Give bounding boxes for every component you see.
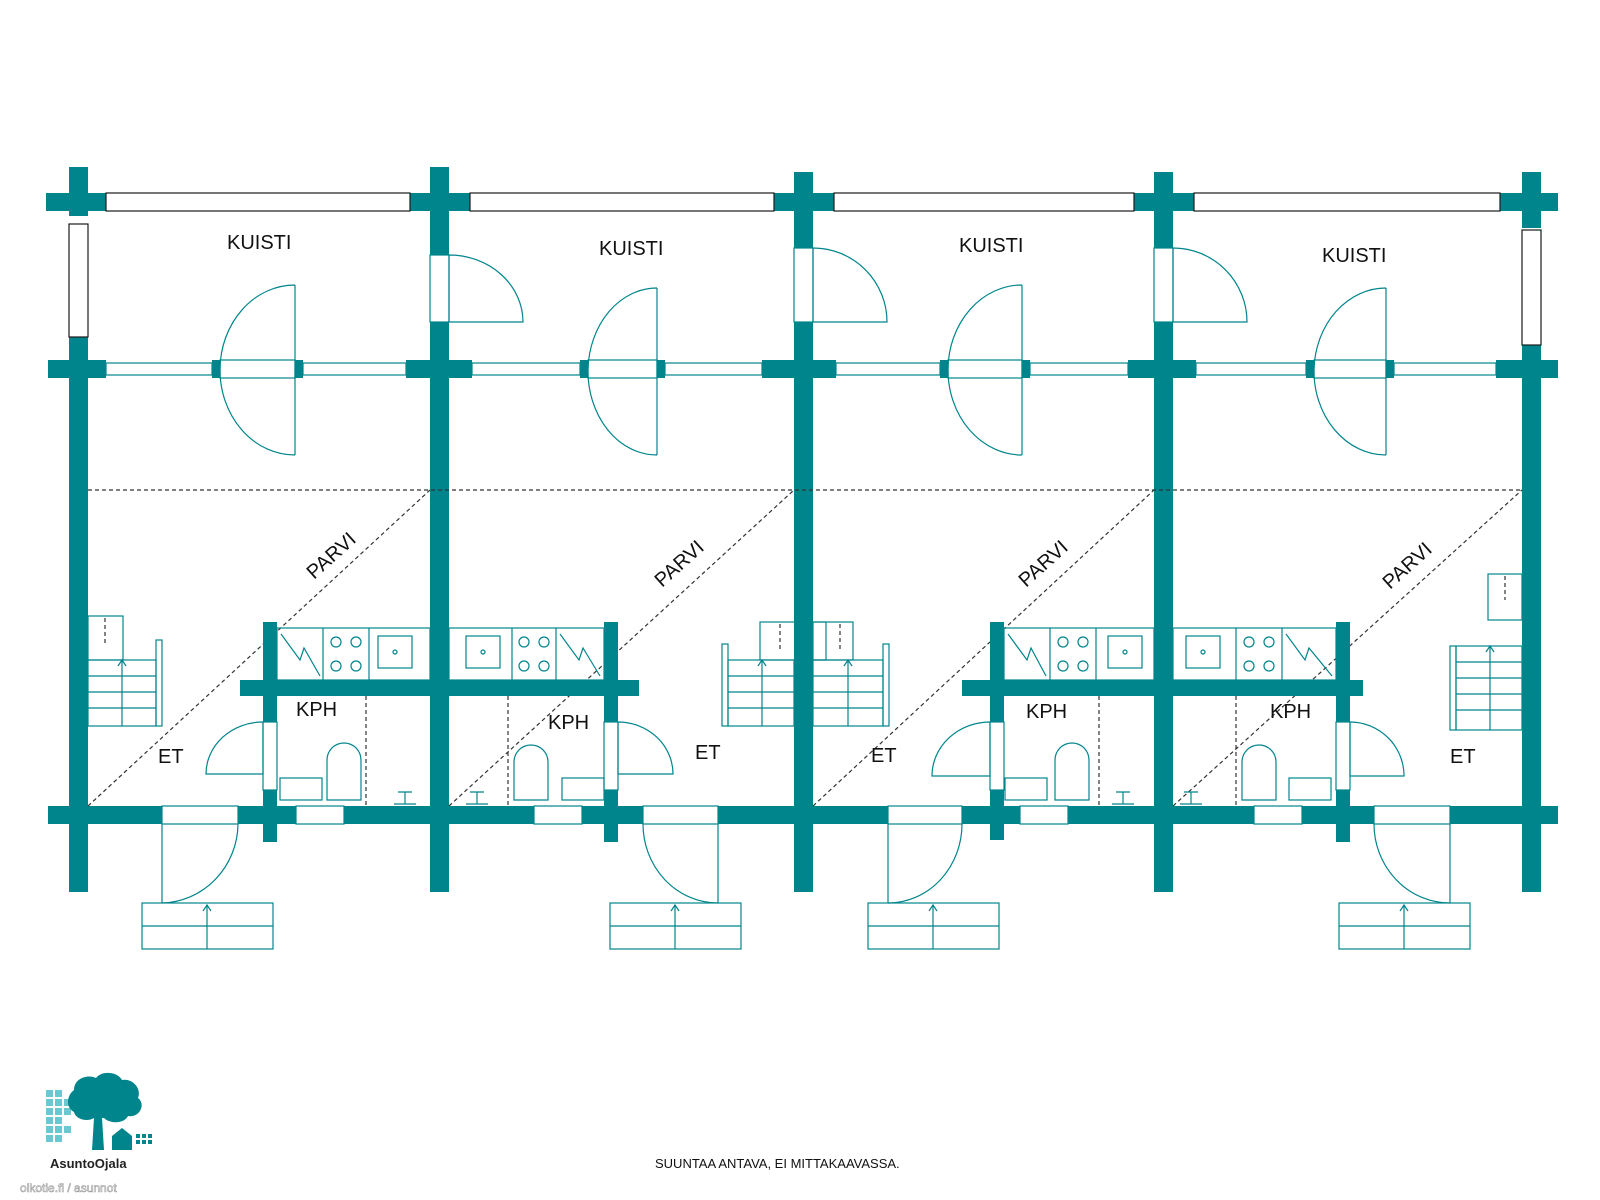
plan-disclaimer: SUUNTAA ANTAVA, EI MITTAKAAVASSA. bbox=[655, 1156, 900, 1171]
logo-wordmark: AsuntoOjala bbox=[50, 1156, 127, 1171]
room-label-bathroom: KPH bbox=[1270, 701, 1311, 723]
tree-house-logo bbox=[46, 1072, 152, 1150]
room-label-loft: PARVI bbox=[1015, 536, 1073, 591]
bathroom-doors bbox=[205, 721, 1405, 777]
stairs bbox=[87, 573, 1523, 731]
kitchen-bath-walls bbox=[240, 622, 1363, 806]
room-label-bathroom: KPH bbox=[1026, 701, 1067, 723]
washbasin-icon bbox=[279, 777, 1332, 801]
room-label-entrance: ET bbox=[158, 746, 184, 768]
room-label-bathroom: KPH bbox=[296, 699, 337, 721]
stove-icon bbox=[330, 636, 1275, 672]
toilet-icon bbox=[326, 742, 1277, 801]
porch-doors bbox=[219, 247, 1387, 456]
room-label-loft: PARVI bbox=[303, 528, 361, 583]
watermark: oikotie.fi / asunnot bbox=[20, 1181, 117, 1195]
room-label-porch: KUISTI bbox=[227, 232, 291, 254]
room-label-porch: KUISTI bbox=[1322, 245, 1386, 267]
room-label-loft: PARVI bbox=[651, 536, 709, 591]
sink-icon bbox=[377, 635, 1221, 669]
room-label-bathroom: KPH bbox=[548, 712, 589, 734]
shower-icon bbox=[394, 791, 1202, 805]
fridge-icon bbox=[280, 633, 1333, 677]
room-label-entrance: ET bbox=[695, 742, 721, 764]
room-label-entrance: ET bbox=[1450, 746, 1476, 768]
kitchen-counters bbox=[276, 627, 1337, 681]
porch-windows bbox=[68, 192, 1542, 379]
loft-outlines bbox=[87, 489, 1523, 807]
room-label-loft: PARVI bbox=[1379, 538, 1437, 593]
room-label-porch: KUISTI bbox=[599, 238, 663, 260]
room-label-porch: KUISTI bbox=[959, 235, 1023, 257]
entrance-steps bbox=[141, 902, 1471, 950]
room-label-entrance: ET bbox=[871, 745, 897, 767]
front-doors bbox=[161, 805, 1451, 904]
bathroom-fixtures bbox=[279, 696, 1332, 825]
